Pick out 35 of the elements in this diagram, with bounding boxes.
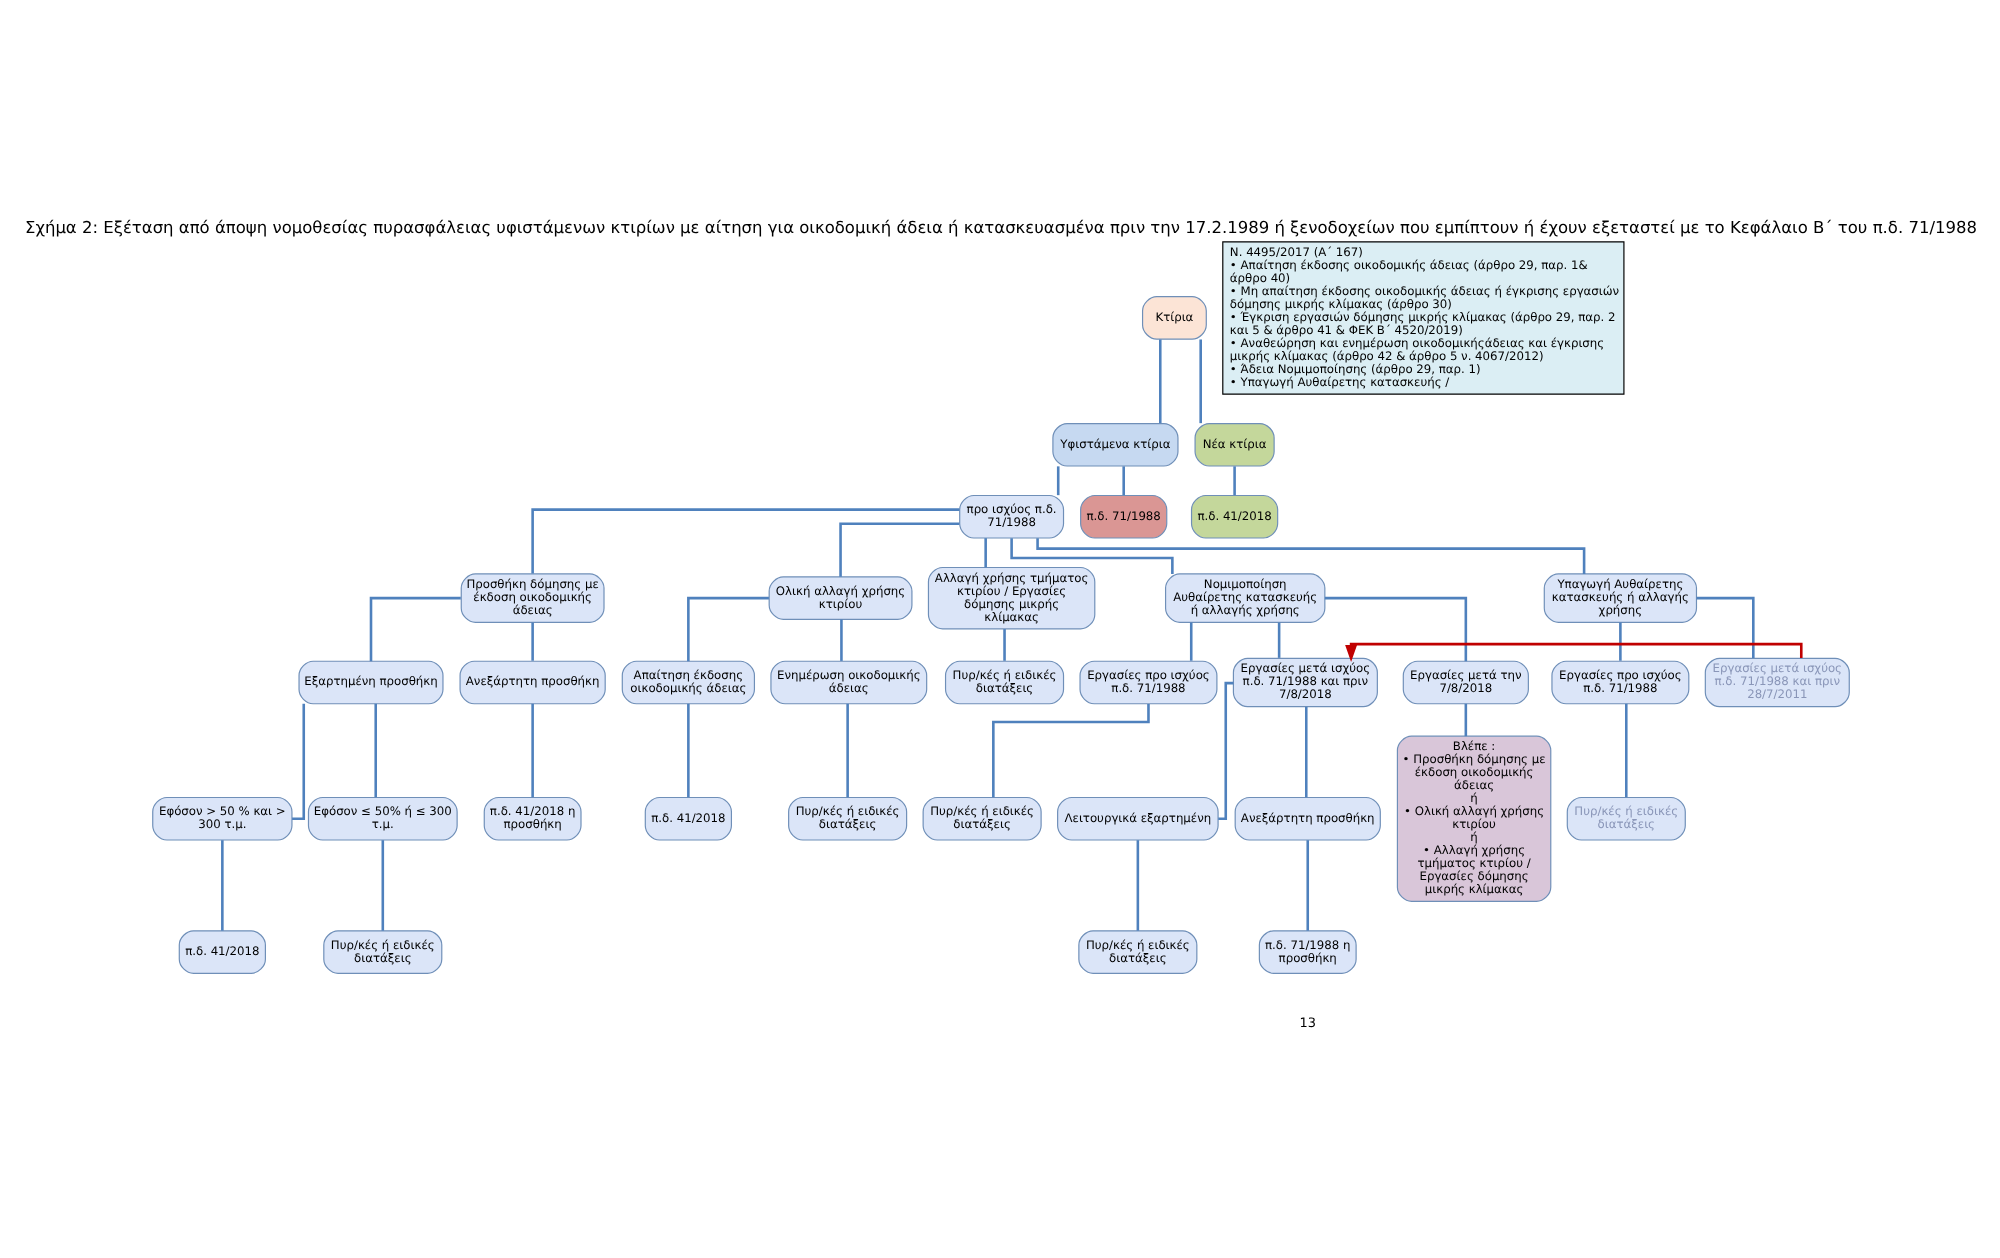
connector: [530, 507, 959, 573]
connector: [1276, 621, 1280, 657]
connector: [380, 839, 384, 930]
connector: [1232, 465, 1235, 495]
connector: [1463, 702, 1467, 736]
connector: [1303, 705, 1307, 797]
connector: [991, 703, 1149, 797]
connector: [291, 702, 305, 820]
connector: [1618, 621, 1621, 660]
connector: [1002, 628, 1005, 660]
connector: [1198, 338, 1201, 423]
connector: [1135, 839, 1139, 930]
connector: [1121, 465, 1124, 495]
connector: [1323, 595, 1467, 661]
connector: [1217, 680, 1233, 820]
connector: [368, 595, 460, 661]
connector: [530, 702, 533, 797]
connector: [1695, 595, 1754, 658]
connector: [983, 537, 986, 567]
connector: [220, 839, 223, 930]
connector: [838, 521, 959, 576]
connector: [1157, 338, 1161, 423]
arrow: [1344, 641, 1802, 661]
connector: [845, 702, 848, 797]
connector: [839, 618, 842, 660]
connector: [1055, 465, 1059, 495]
diagram-title: Σχήμα 2: Εξέταση από άποψη νομοθεσίας πυρασφάλειας υφιστάμενων κτιρίων με αίτηση για οικοδομική άδεια ή κατασκευασμένα πριν την 17.2.1989 ή ξενοδοχείων που εμπίπτουν ή έχουν εξεταστεί με το Κεφάλαιο Β΄ του π.δ. 71/1988: [23, 215, 1977, 236]
connector: [1009, 537, 1173, 573]
connector: [686, 595, 768, 661]
connector: [1188, 621, 1192, 660]
connector: [373, 702, 377, 797]
connector: [1305, 839, 1309, 930]
connector: [1624, 702, 1627, 797]
connector: [686, 702, 689, 797]
connector: [530, 621, 533, 660]
